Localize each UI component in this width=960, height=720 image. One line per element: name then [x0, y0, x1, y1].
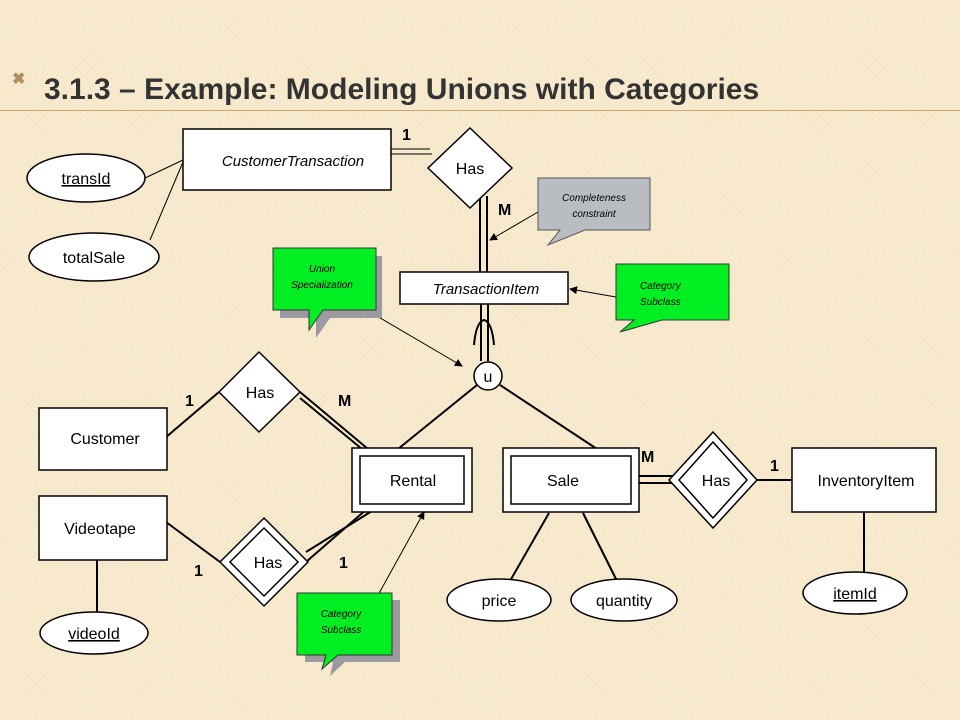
union-circle: u: [473, 361, 503, 391]
has-rental-link-a: [299, 391, 369, 450]
has-inventory-label: Has: [702, 473, 730, 490]
customer-transaction-label: CustomerTransaction: [222, 153, 364, 170]
attribute-videoid: videoId: [39, 611, 149, 655]
cardinality-inventory-many: M: [641, 449, 654, 466]
title-bar: [0, 55, 960, 111]
relationship-has-videotape: Has: [218, 516, 310, 608]
has-transaction-label: Has: [456, 161, 484, 178]
has-rental-bottom-link-b: [305, 510, 373, 553]
attribute-price: price: [446, 578, 552, 622]
price-label: price: [482, 593, 517, 610]
slide-title: 3.1.3 – Example: Modeling Unions with Ca…: [44, 73, 760, 106]
relationship-has-inventory: Has: [667, 430, 759, 530]
cardinality-videotape-rental-one: 1: [339, 555, 348, 572]
sale-price-link: [509, 512, 550, 582]
cardinality-transaction-one: 1: [402, 127, 411, 144]
completeness-line-1: Completeness: [562, 193, 626, 204]
entity-rental: Rental: [351, 447, 473, 513]
callout-union-specialization: Union Specialization: [272, 247, 382, 338]
itemid-label: itemId: [833, 586, 877, 603]
category-subclass-top-line-2: Subclass: [640, 297, 681, 308]
quantity-label: quantity: [596, 593, 652, 610]
entity-videotape: Videotape: [38, 495, 168, 561]
union-specialization-arrow: [369, 311, 463, 367]
category-subclass-bottom-line-2: Subclass: [321, 625, 362, 636]
rental-label: Rental: [390, 473, 436, 490]
totalsale-label: totalSale: [63, 250, 125, 267]
videotape-has-link: [165, 521, 221, 563]
totalsale-link: [149, 161, 184, 241]
has-rental-link-b: [299, 397, 363, 450]
attribute-quantity: quantity: [570, 578, 678, 622]
relationship-has-transaction: Has: [426, 126, 514, 210]
category-subclass-top-line-1: Category: [640, 281, 682, 292]
inventory-item-label: InventoryItem: [818, 473, 915, 490]
cardinality-videotape-one: 1: [194, 563, 203, 580]
union-rental-link: [397, 384, 478, 450]
cardinality-transaction-many: M: [498, 202, 511, 219]
callout-category-subclass-bottom: Category Subclass: [296, 592, 400, 676]
entity-customer-transaction: CustomerTransaction: [182, 128, 392, 191]
attribute-transid: transId: [26, 153, 146, 203]
entity-transaction-item: TransactionItem: [399, 271, 569, 305]
completeness-arrow: [489, 211, 539, 241]
callout-completeness: Completeness constraint: [537, 177, 651, 247]
customer-has-link: [164, 391, 220, 439]
category-subset-symbol: [473, 318, 495, 346]
category-subclass-bottom-line-1: Category: [321, 609, 363, 620]
category-subclass-bottom-arrow: [376, 511, 425, 598]
videoid-label: videoId: [68, 626, 120, 643]
callout-category-subclass-top: Category Subclass: [615, 263, 730, 333]
sale-label: Sale: [547, 473, 579, 490]
transid-link: [144, 159, 184, 179]
union-specialization-line-1: Union: [309, 264, 336, 275]
sale-quantity-link: [582, 512, 618, 582]
has-videotape-label: Has: [254, 555, 282, 572]
transaction-item-label: TransactionItem: [433, 281, 539, 298]
slide-bullet-icon: ✖: [12, 71, 26, 88]
cardinality-inventory-one: 1: [770, 458, 779, 475]
has-rental-bottom-link-a: [305, 507, 369, 563]
videotape-label: Videotape: [64, 521, 136, 538]
union-sale-link: [499, 384, 598, 450]
category-subclass-top-arrow: [569, 286, 617, 298]
entity-inventory-item: InventoryItem: [791, 447, 937, 513]
entity-sale: Sale: [502, 447, 640, 513]
customer-label: Customer: [70, 431, 140, 448]
entity-customer: Customer: [38, 407, 168, 471]
cardinality-customer-one: 1: [185, 393, 194, 410]
transid-label: transId: [62, 171, 111, 188]
completeness-line-2: constraint: [572, 209, 617, 220]
has-customer-label: Has: [246, 385, 274, 402]
relationship-has-customer: Has: [217, 350, 302, 434]
attribute-totalsale: totalSale: [28, 232, 160, 282]
attribute-itemid: itemId: [802, 571, 908, 615]
cardinality-customer-many: M: [338, 393, 351, 410]
union-specialization-line-2: Specialization: [291, 280, 353, 291]
union-symbol: u: [484, 369, 493, 386]
